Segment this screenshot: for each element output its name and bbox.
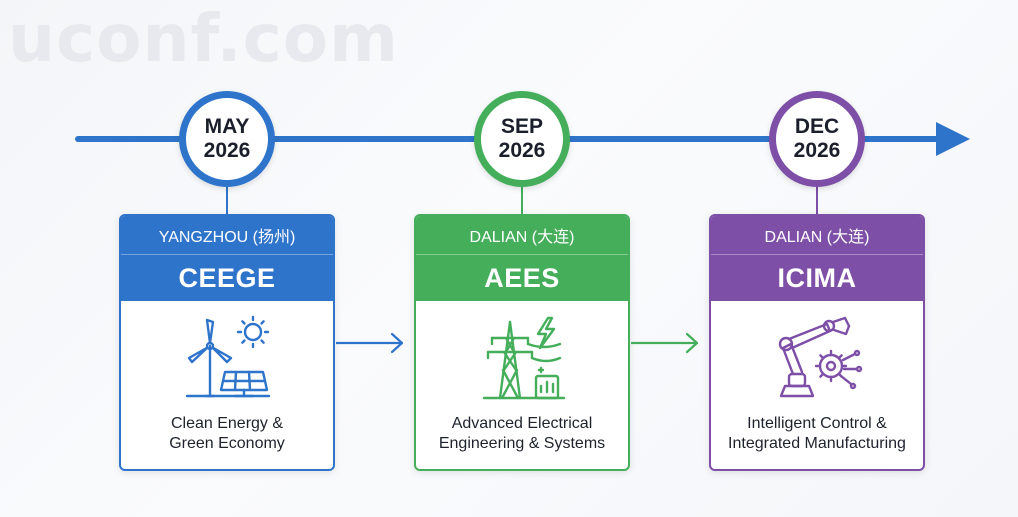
- card-acronym: ICIMA: [711, 254, 923, 301]
- card-description: Intelligent Control & Integrated Manufac…: [728, 415, 906, 452]
- event-card-ceege: YANGZHOU (扬州) CEEGE: [119, 214, 335, 471]
- robot-arm-icon: [778, 316, 863, 398]
- date-circle-sep: SEP 2026: [474, 91, 570, 187]
- card-location: YANGZHOU (扬州): [121, 216, 333, 254]
- date-circle-may: MAY 2026: [179, 91, 275, 187]
- flow-arrow-2: [631, 332, 699, 354]
- card-description: Advanced Electrical Engineering & System…: [438, 415, 606, 452]
- card-acronym: AEES: [416, 254, 628, 301]
- card-location: DALIAN (大连): [416, 216, 628, 254]
- connector-1: [226, 186, 228, 216]
- connector-2: [521, 186, 523, 216]
- event-card-icima: DALIAN (大连) ICIMA: [709, 214, 925, 471]
- connector-3: [816, 186, 818, 216]
- timeline-arrowhead: [936, 122, 970, 156]
- date-month: MAY: [204, 115, 250, 138]
- card-location: DALIAN (大连): [711, 216, 923, 254]
- date-year: 2026: [793, 139, 841, 162]
- wind-solar-icon: [185, 315, 271, 398]
- date-month: SEP: [500, 115, 544, 138]
- date-month: DEC: [794, 115, 840, 138]
- date-year: 2026: [203, 139, 251, 162]
- card-description: Clean Energy & Green Economy: [169, 415, 285, 452]
- power-tower-icon: [482, 316, 566, 400]
- date-year: 2026: [498, 139, 546, 162]
- watermark: uconf.com: [8, 0, 399, 77]
- event-card-aees: DALIAN (大连) AEES: [414, 214, 630, 471]
- card-acronym: CEEGE: [121, 254, 333, 301]
- flow-arrow-1: [336, 332, 404, 354]
- date-circle-dec: DEC 2026: [769, 91, 865, 187]
